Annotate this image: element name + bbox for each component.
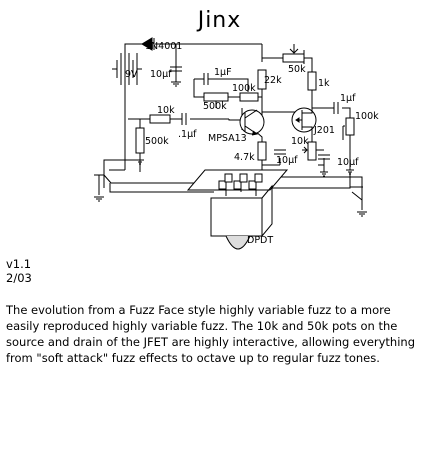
input-jack-symbol <box>94 174 112 202</box>
wiring <box>103 43 363 196</box>
label-res-500k-in: 500k <box>145 136 169 147</box>
label-transistor-mpsa13: MPSA13 <box>208 133 247 144</box>
battery-symbol <box>112 53 142 85</box>
output-jack-symbol <box>351 191 367 217</box>
label-cap-10uf-source: 10µf <box>337 157 359 168</box>
label-pot-10k-source: 10k <box>291 136 309 147</box>
label-res-100k-mid: 100k <box>232 83 256 94</box>
label-battery: 9V <box>125 69 138 80</box>
label-pot-100k-out: 100k <box>355 111 379 122</box>
fuzz-schematic-diagram: 1N4001 9V 10µf 1µF 500k 100k 22k 50k 1k … <box>94 37 379 250</box>
label-cap-1uf-out: 1µf <box>340 93 356 104</box>
label-transistor-j201: J201 <box>313 125 335 136</box>
label-res-10k-in: 10k <box>157 105 175 116</box>
description-text: The evolution from a Fuzz Face style hig… <box>6 303 416 365</box>
label-cap-1uf-top: 1µF <box>214 67 232 78</box>
label-switch-dpdt: DPDT <box>247 235 273 246</box>
label-res-22k: 22k <box>264 75 282 86</box>
transistor-mpsa13-symbol <box>239 109 265 136</box>
label-cap-supply: 10µf <box>150 69 172 80</box>
label-diode: 1N4001 <box>145 41 182 52</box>
version-info: v1.1 2/03 <box>6 257 32 285</box>
page-title: Jinx <box>197 8 242 33</box>
revision-date: 2/03 <box>6 271 32 285</box>
version-number: v1.1 <box>6 257 32 271</box>
capacitor-symbols <box>170 66 339 160</box>
label-res-4-7k: 4.7k <box>234 152 255 163</box>
diode-symbol <box>141 37 155 51</box>
label-res-1k: 1k <box>318 78 330 89</box>
label-pot-50k: 50k <box>288 64 306 75</box>
label-cap-10uf-emitter: 10µf <box>276 155 298 166</box>
label-pot-500k: 500k <box>203 101 227 112</box>
resistor-symbols <box>135 44 355 161</box>
transistor-j201-symbol <box>291 107 317 133</box>
label-cap-01-in: .1µf <box>178 129 197 140</box>
dpdt-switch-symbol <box>186 169 289 250</box>
